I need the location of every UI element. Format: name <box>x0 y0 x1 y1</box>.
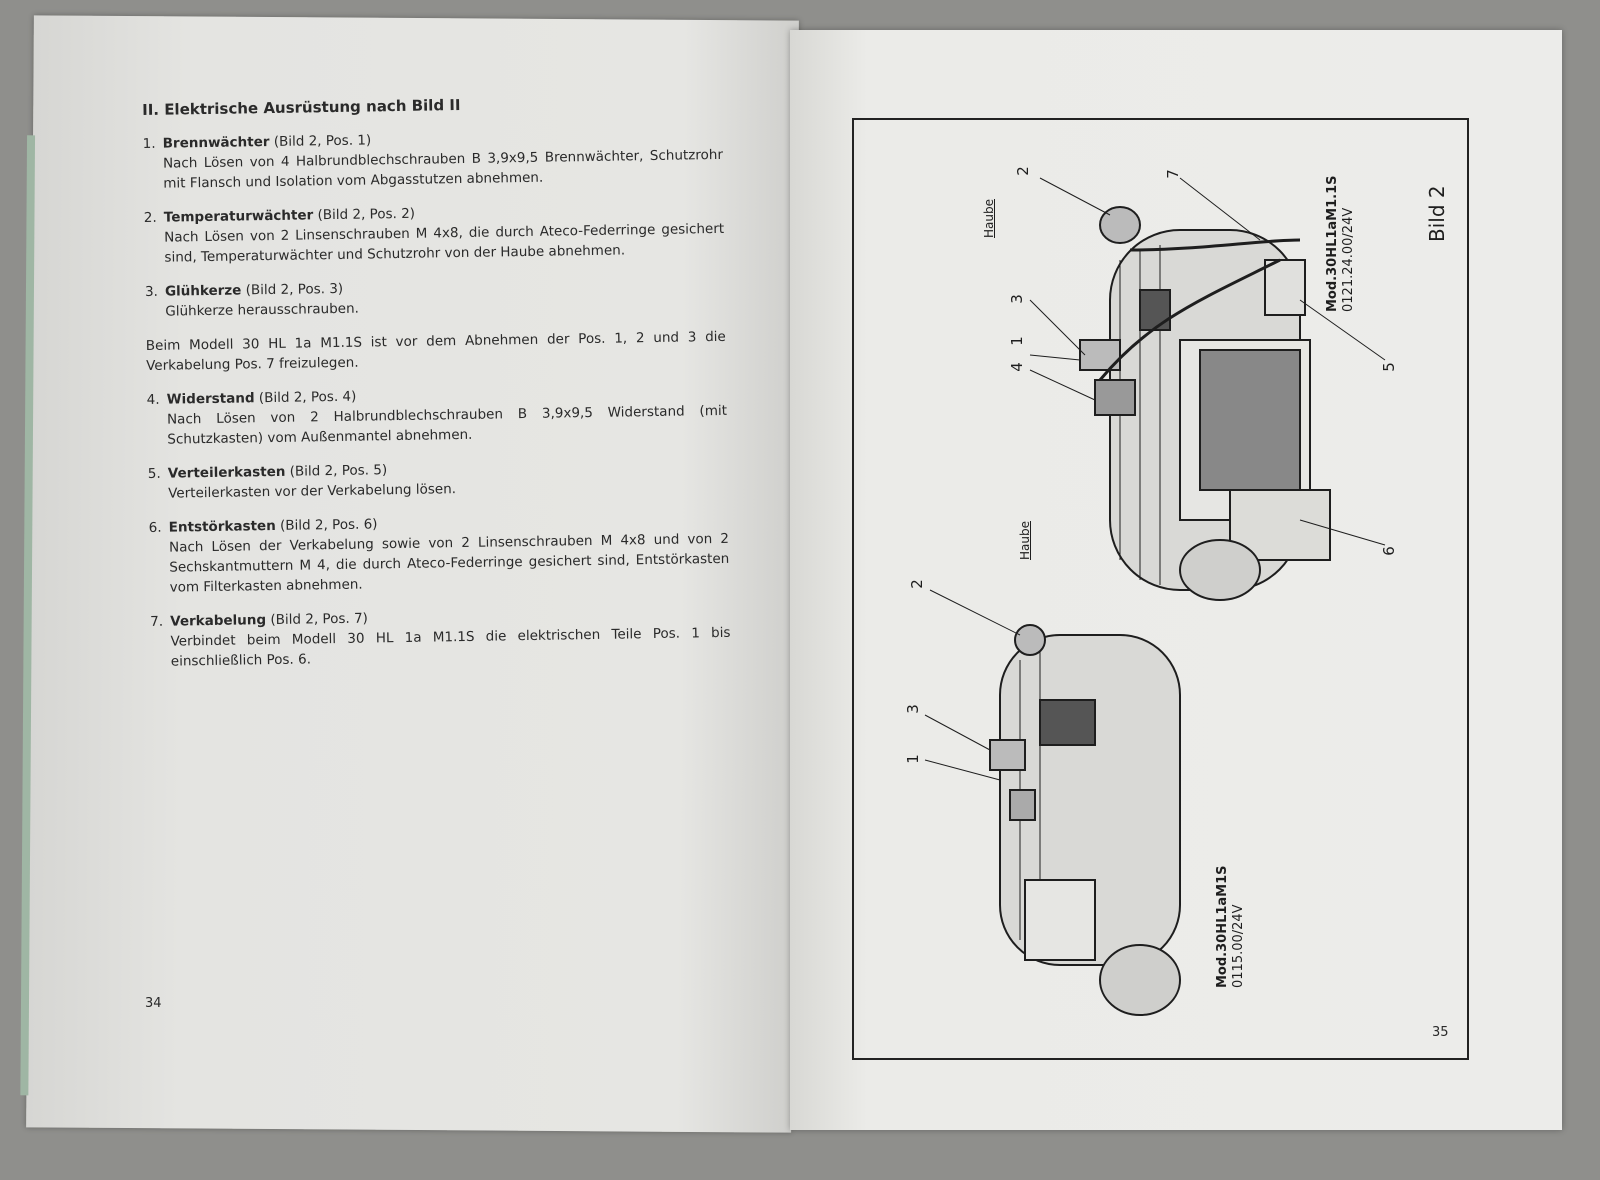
bottom-model-line2: 0115.00/24V <box>1231 904 1246 988</box>
callout-3-bottom: 3 <box>903 704 922 714</box>
figure-frame <box>852 118 1469 1060</box>
nameplate-bottom <box>1039 699 1096 746</box>
page-number-right: 35 <box>1432 1025 1449 1040</box>
callout-5: 5 <box>1379 362 1398 372</box>
callout-2-top: 2 <box>1013 166 1032 176</box>
callout-7: 7 <box>1163 169 1182 179</box>
temperature-sensor <box>1099 206 1141 244</box>
inlet-box <box>1024 879 1096 961</box>
leader-lines <box>924 177 1386 781</box>
burn-monitor-bottom <box>1009 789 1036 821</box>
nameplate <box>1139 289 1171 331</box>
bottom-model-line1: Mod.30HL1aM1S <box>1215 865 1230 988</box>
haube-label-top: Haube <box>982 199 996 238</box>
glow-plug-bottom <box>989 739 1026 771</box>
callout-6: 6 <box>1379 546 1398 556</box>
callout-4: 4 <box>1007 362 1026 372</box>
callout-1-bottom: 1 <box>903 754 922 764</box>
interference-box <box>1229 489 1331 561</box>
top-model-line1: Mod.30HL1aM1.1S <box>1325 175 1340 312</box>
top-model-label: Mod.30HL1aM1.1S 0121.24.00/24V <box>1325 175 1357 312</box>
grille <box>1199 349 1301 491</box>
outlet-pipe-bottom <box>1099 944 1181 1016</box>
distributor-box <box>1264 259 1306 316</box>
temperature-sensor-bottom <box>1014 624 1046 656</box>
top-model-line2: 0121.24.00/24V <box>1341 207 1356 312</box>
heater-top-illustration <box>1079 206 1331 601</box>
bottom-model-label: Mod.30HL1aM1S 0115.00/24V <box>1215 865 1247 988</box>
heater-bottom-illustration <box>989 624 1181 1016</box>
page-number-left: 34 <box>145 996 162 1011</box>
figure-title: Bild 2 <box>1425 185 1449 242</box>
resistor <box>1094 379 1136 416</box>
callout-1-top: 1 <box>1007 336 1026 346</box>
haube-label-bottom: Haube <box>1018 521 1032 560</box>
callout-2-bottom: 2 <box>907 579 926 589</box>
callout-3-top: 3 <box>1007 294 1026 304</box>
outlet-pipe <box>1179 539 1261 601</box>
